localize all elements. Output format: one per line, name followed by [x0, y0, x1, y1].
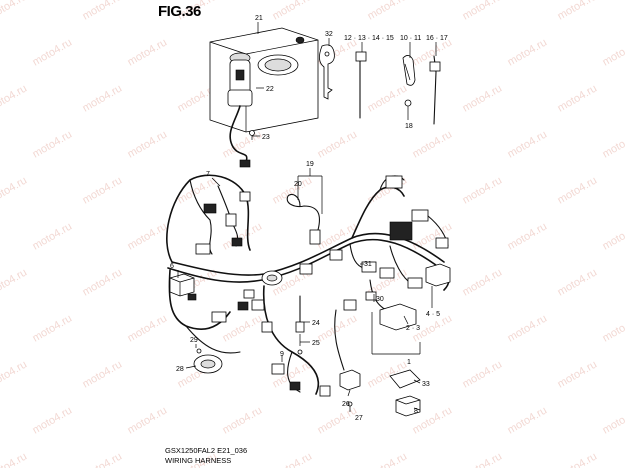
watermark-text: moto4.ru — [0, 266, 29, 298]
watermark-text: moto4.ru — [81, 358, 125, 390]
callout-25: 25 — [312, 340, 320, 347]
caption-name: WIRING HARNESS — [165, 456, 232, 465]
watermark-text: moto4.ru — [601, 128, 625, 160]
callout-27: 27 — [355, 415, 363, 422]
callout-24: 24 — [312, 320, 320, 327]
callout-12-15: 12 · 13 · 14 · 15 — [344, 35, 394, 42]
leader-lines — [177, 22, 437, 411]
callout-19: 19 — [306, 161, 314, 168]
watermark-text: moto4.ru — [0, 450, 29, 468]
watermark-text: moto4.ru — [221, 312, 265, 344]
watermark-text: moto4.ru — [126, 220, 170, 252]
callout-22: 22 — [266, 86, 274, 93]
watermark-text: moto4.ru — [506, 220, 550, 252]
watermark-text: moto4.ru — [0, 174, 29, 206]
watermark-text: moto4.ru — [316, 128, 360, 160]
watermark-text: moto4.ru — [316, 312, 360, 344]
ignition-switch-assembly — [209, 27, 319, 168]
watermark-text: moto4.ru — [556, 266, 600, 298]
watermark-text: moto4.ru — [556, 358, 600, 390]
callout-30: 30 — [376, 296, 384, 303]
watermark-text: moto4.ru — [556, 0, 600, 23]
callout-1: 1 — [407, 359, 411, 366]
watermark-text: moto4.ru — [81, 82, 125, 114]
callout-8: 8 — [414, 408, 418, 415]
callout-32: 32 — [325, 31, 333, 38]
watermark-text: moto4.ru — [556, 174, 600, 206]
watermark-text: moto4.ru — [271, 0, 315, 23]
callout-33: 33 — [422, 381, 430, 388]
watermark-text: moto4.ru — [601, 312, 625, 344]
watermark-text: moto4.ru — [0, 358, 29, 390]
caption-code: GSX1250FAL2 E21_036 — [165, 446, 248, 455]
watermark-text: moto4.ru — [461, 266, 505, 298]
watermark-text: moto4.ru — [81, 266, 125, 298]
watermark-text: moto4.ru — [556, 450, 600, 468]
watermark-text: moto4.ru — [31, 404, 75, 436]
watermark-text: moto4.ru — [461, 358, 505, 390]
figure-title: FIG.36 — [158, 3, 201, 20]
callout-29: 29 — [190, 337, 198, 344]
watermark-text: moto4.ru — [506, 404, 550, 436]
watermark-text: moto4.ru — [126, 404, 170, 436]
watermark-text: moto4.ru — [556, 82, 600, 114]
callout-31: 31 — [364, 261, 372, 268]
cable-tie-16-17 — [429, 55, 441, 125]
callout-6: 6 — [170, 263, 174, 270]
watermark-text: moto4.ru — [126, 128, 170, 160]
watermark-text: moto4.ru — [81, 0, 125, 23]
watermark-text: moto4.ru — [461, 174, 505, 206]
watermark-text: moto4.ru — [271, 174, 315, 206]
callout-26: 26 — [342, 401, 350, 408]
watermark-text: moto4.ru — [366, 82, 410, 114]
watermark-text: moto4.ru — [601, 36, 625, 68]
watermark-text: moto4.ru — [366, 450, 410, 468]
watermark-text: moto4.ru — [316, 404, 360, 436]
clamp-12-15 — [355, 51, 367, 119]
watermark-text: moto4.ru — [271, 450, 315, 468]
clamp-10-11 — [402, 55, 416, 114]
watermark-text: moto4.ru — [461, 0, 505, 23]
callout-4-5: 4 · 5 — [426, 311, 440, 318]
callout-labels: 21 22 23 32 12 · 13 · 14 · 15 10 · 11 16… — [170, 15, 448, 422]
callout-18: 18 — [405, 123, 413, 130]
watermark-text: moto4.ru — [0, 0, 29, 23]
watermark-text: moto4.ru — [126, 312, 170, 344]
callout-28: 28 — [176, 366, 184, 373]
callout-23: 23 — [262, 134, 270, 141]
watermark-text: moto4.ru — [461, 82, 505, 114]
watermark-text: moto4.ru — [601, 404, 625, 436]
watermark-text: moto4.ru — [81, 174, 125, 206]
key — [319, 44, 335, 100]
watermark-text: moto4.ru — [31, 312, 75, 344]
watermark-text: moto4.ru — [31, 128, 75, 160]
watermark-text: moto4.ru — [506, 312, 550, 344]
callout-20: 20 — [294, 181, 302, 188]
watermark-text: moto4.ru — [461, 450, 505, 468]
junction-block — [389, 221, 413, 241]
callout-21: 21 — [255, 15, 263, 22]
connector — [203, 203, 217, 214]
watermark-text: moto4.ru — [126, 36, 170, 68]
watermark-text: moto4.ru — [601, 220, 625, 252]
watermark-text: moto4.ru — [81, 450, 125, 468]
watermark-text: moto4.ru — [506, 36, 550, 68]
main-harness — [166, 174, 451, 417]
callout-7: 7 — [206, 171, 210, 178]
watermark-text: moto4.ru — [221, 128, 265, 160]
parts-box-21 — [209, 27, 319, 133]
callout-2-3: 2 · 3 — [406, 325, 420, 332]
watermark-text: moto4.ru — [506, 128, 550, 160]
callout-16-17: 16 · 17 — [426, 35, 448, 42]
watermark-text: moto4.ru — [31, 36, 75, 68]
watermark-text: moto4.ru — [31, 220, 75, 252]
watermark-text: moto4.ru — [411, 128, 455, 160]
watermark-text: moto4.ru — [221, 404, 265, 436]
watermark-text: moto4.ru — [0, 82, 29, 114]
watermark-text: moto4.ru — [366, 0, 410, 23]
callout-10-11: 10 · 11 — [400, 35, 421, 42]
callout-9: 9 — [280, 351, 284, 358]
